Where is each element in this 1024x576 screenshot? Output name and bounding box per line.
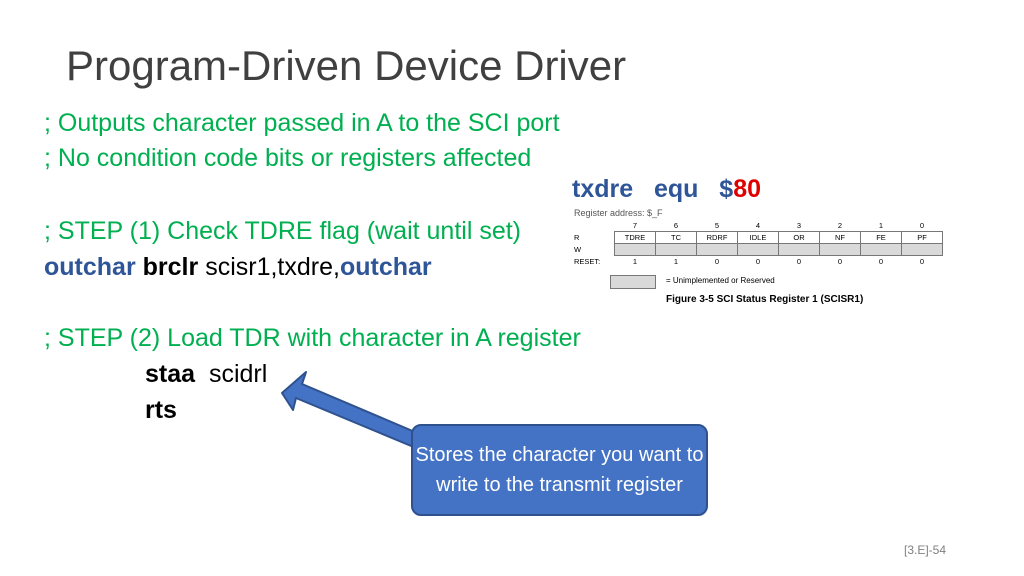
code-instr-brclr: brclr	[142, 253, 199, 281]
code-operand-scidrl: scidrl	[208, 360, 268, 388]
code-target-outchar: outchar	[339, 253, 432, 281]
register-address-text: Register address: $_F	[574, 208, 663, 218]
reset-value: 0	[714, 257, 720, 266]
reset-value: 0	[878, 257, 884, 266]
bit-number: 2	[837, 221, 843, 230]
bit-number: 3	[796, 221, 802, 230]
bit-number-row: 7 6 5 4 3 2 1 0	[574, 220, 943, 232]
callout-box: Stores the character you want to write t…	[411, 424, 708, 516]
equ-dollar: $	[719, 175, 734, 203]
code-line-staa: staa scidrl	[145, 359, 267, 389]
comment-outputs: ; Outputs character passed in A to the S…	[44, 109, 560, 137]
arrow-shape	[281, 371, 423, 449]
field-pf: PF	[901, 231, 943, 244]
read-row: R TDRE TC RDRF IDLE OR NF FE PF	[574, 231, 943, 244]
equ-value: 80	[733, 175, 761, 203]
bit-number: 5	[714, 221, 720, 230]
code-operands-brclr: scisr1,txdre,	[205, 253, 340, 281]
reset-value: 1	[632, 257, 638, 266]
write-row-label: W	[574, 245, 582, 254]
page-number: [3.E]-54	[904, 543, 947, 557]
reset-value: 0	[837, 257, 843, 266]
comment-no-flags: ; No condition code bits or registers af…	[44, 144, 532, 172]
comment-step1: ; STEP (1) Check TDRE flag (wait until s…	[44, 217, 522, 245]
bit-number: 0	[919, 221, 925, 230]
slide-title: Program-Driven Device Driver	[66, 42, 627, 89]
register-table: 7 6 5 4 3 2 1 0 R TDRE TC RDRF IDLE OR N…	[574, 220, 943, 267]
bit-number: 6	[673, 221, 679, 230]
code-label-outchar: outchar	[44, 253, 136, 281]
reset-value: 0	[755, 257, 761, 266]
code-instr-staa: staa	[145, 360, 196, 388]
equ-directive: equ	[653, 175, 699, 203]
comment-step2: ; STEP (2) Load TDR with character in A …	[44, 324, 581, 352]
reset-row-label: RESET:	[574, 256, 601, 266]
legend-swatch	[610, 275, 656, 289]
equ-line: txdre equ $80	[572, 174, 761, 204]
bit-number: 7	[632, 221, 638, 230]
legend-text: = Unimplemented or Reserved	[666, 276, 775, 285]
reset-value: 0	[796, 257, 802, 266]
code-line-rts: rts	[145, 396, 177, 424]
read-row-label: R	[574, 233, 580, 242]
code-line-brclr: outchar brclr scisr1,txdre,outchar	[44, 252, 432, 282]
bit-number: 1	[878, 221, 884, 230]
bit-number: 4	[755, 221, 761, 230]
scisr1-register-figure: Register address: $_F 7 6 5 4 3 2 1 0 R …	[574, 208, 970, 308]
equ-label: txdre	[572, 175, 634, 203]
figure-caption: Figure 3-5 SCI Status Register 1 (SCISR1…	[666, 294, 864, 305]
reset-value: 0	[919, 257, 925, 266]
reset-value: 1	[673, 257, 679, 266]
write-row: W	[574, 243, 943, 256]
reset-row: RESET: 1 1 0 0 0 0 0 0	[574, 256, 943, 268]
